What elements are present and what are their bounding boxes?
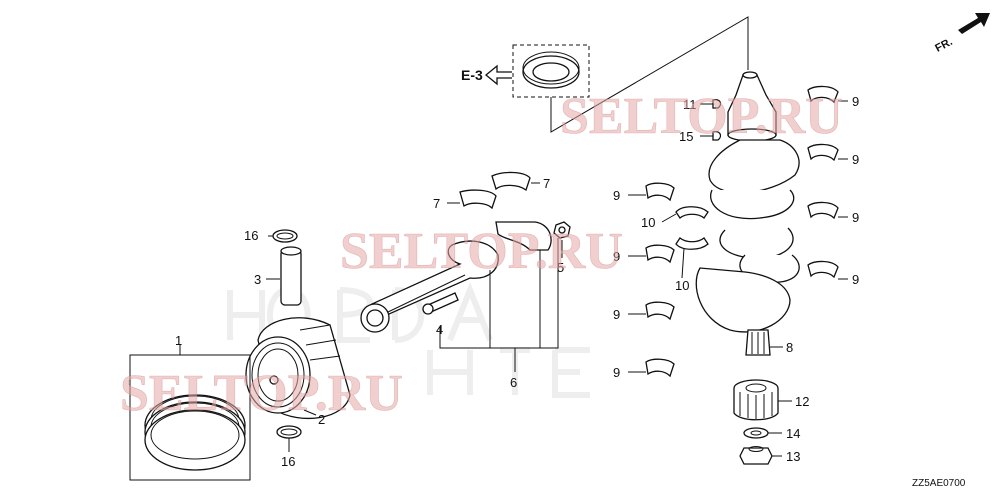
- rod-bolt[interactable]: [422, 292, 459, 315]
- main-bearing-right-1[interactable]: [807, 85, 839, 104]
- watermark-bottom: SELTOP.RU: [120, 365, 403, 422]
- callout-10-upper[interactable]: 10: [641, 215, 655, 230]
- callout-9-left-2[interactable]: 9: [613, 249, 620, 264]
- key-15[interactable]: [712, 130, 722, 141]
- front-direction-indicator: FR.: [933, 13, 990, 55]
- connecting-rod[interactable]: [360, 221, 552, 333]
- callout-10-lower[interactable]: 10: [675, 278, 689, 293]
- main-bearing-left-1[interactable]: [645, 182, 675, 202]
- callout-9-left-1[interactable]: 9: [613, 188, 620, 203]
- callout-12[interactable]: 12: [795, 394, 809, 409]
- oil-seal-group[interactable]: [512, 44, 590, 98]
- crankshaft-nut[interactable]: [739, 446, 773, 465]
- callout-8[interactable]: 8: [786, 340, 793, 355]
- main-bearing-right-3[interactable]: [807, 201, 839, 220]
- crankshaft-gear[interactable]: [733, 379, 779, 421]
- callout-6[interactable]: 6: [510, 375, 517, 390]
- main-bearing-right-2[interactable]: [807, 143, 839, 162]
- ref-label-e3[interactable]: E-3: [461, 67, 483, 83]
- leader-lines: [179, 100, 848, 457]
- piston-ring-set[interactable]: [129, 354, 251, 481]
- callout-4[interactable]: 4: [436, 322, 443, 337]
- crankshaft[interactable]: [695, 71, 800, 356]
- callout-9-right-1[interactable]: 9: [852, 94, 859, 109]
- seal-leader-line: [550, 16, 749, 133]
- piston[interactable]: [245, 317, 351, 420]
- main-bearing-right-4[interactable]: [807, 260, 839, 279]
- callout-13[interactable]: 13: [786, 449, 800, 464]
- watermark-middle: SELTOP.RU: [340, 223, 623, 280]
- rod-bearing-upper[interactable]: [491, 171, 531, 192]
- callout-1[interactable]: 1: [175, 333, 182, 348]
- woodruff-key-11[interactable]: [712, 98, 722, 109]
- main-bearing-left-4[interactable]: [645, 358, 675, 378]
- callout-2[interactable]: 2: [318, 412, 325, 427]
- ref-arrow-e3[interactable]: E-3: [461, 64, 512, 86]
- thrust-washer-lower[interactable]: [675, 237, 709, 250]
- callout-9-left-3[interactable]: 9: [613, 307, 620, 322]
- thrust-washer-upper[interactable]: [675, 206, 709, 219]
- front-label: FR.: [933, 36, 954, 55]
- callout-16-lower[interactable]: 16: [281, 454, 295, 469]
- callout-15[interactable]: 15: [679, 129, 693, 144]
- callout-9-right-2[interactable]: 9: [852, 152, 859, 167]
- watermarks: SELTOP.RU SELTOP.RU SELTOP.RU: [120, 88, 843, 423]
- callout-9-left-4[interactable]: 9: [613, 365, 620, 380]
- callout-3[interactable]: 3: [254, 272, 261, 287]
- washer[interactable]: [743, 427, 769, 439]
- callout-9-right-4[interactable]: 9: [852, 272, 859, 287]
- diagram-code: ZZ5AE0700: [912, 478, 966, 489]
- watermark-top: SELTOP.RU: [560, 88, 843, 145]
- callout-11[interactable]: 11: [683, 97, 697, 112]
- callout-labels: 1 2 3 4 5 6 7 7 8 9 9 9 9 9 9 9 9 10 10 …: [175, 94, 859, 469]
- callout-14[interactable]: 14: [786, 426, 800, 441]
- callout-7-upper[interactable]: 7: [543, 176, 550, 191]
- piston-pin[interactable]: [280, 246, 302, 306]
- callout-5[interactable]: 5: [557, 260, 564, 275]
- circlip-upper[interactable]: [272, 229, 298, 243]
- callout-9-right-3[interactable]: 9: [852, 210, 859, 225]
- rod-bearing-lower[interactable]: [459, 189, 497, 210]
- main-bearing-left-3[interactable]: [645, 301, 675, 321]
- callout-16-upper[interactable]: 16: [244, 228, 258, 243]
- circlip-lower[interactable]: [276, 425, 302, 439]
- main-bearing-left-2[interactable]: [645, 244, 675, 264]
- rod-nut[interactable]: [553, 221, 571, 239]
- callout-7-lower[interactable]: 7: [433, 196, 440, 211]
